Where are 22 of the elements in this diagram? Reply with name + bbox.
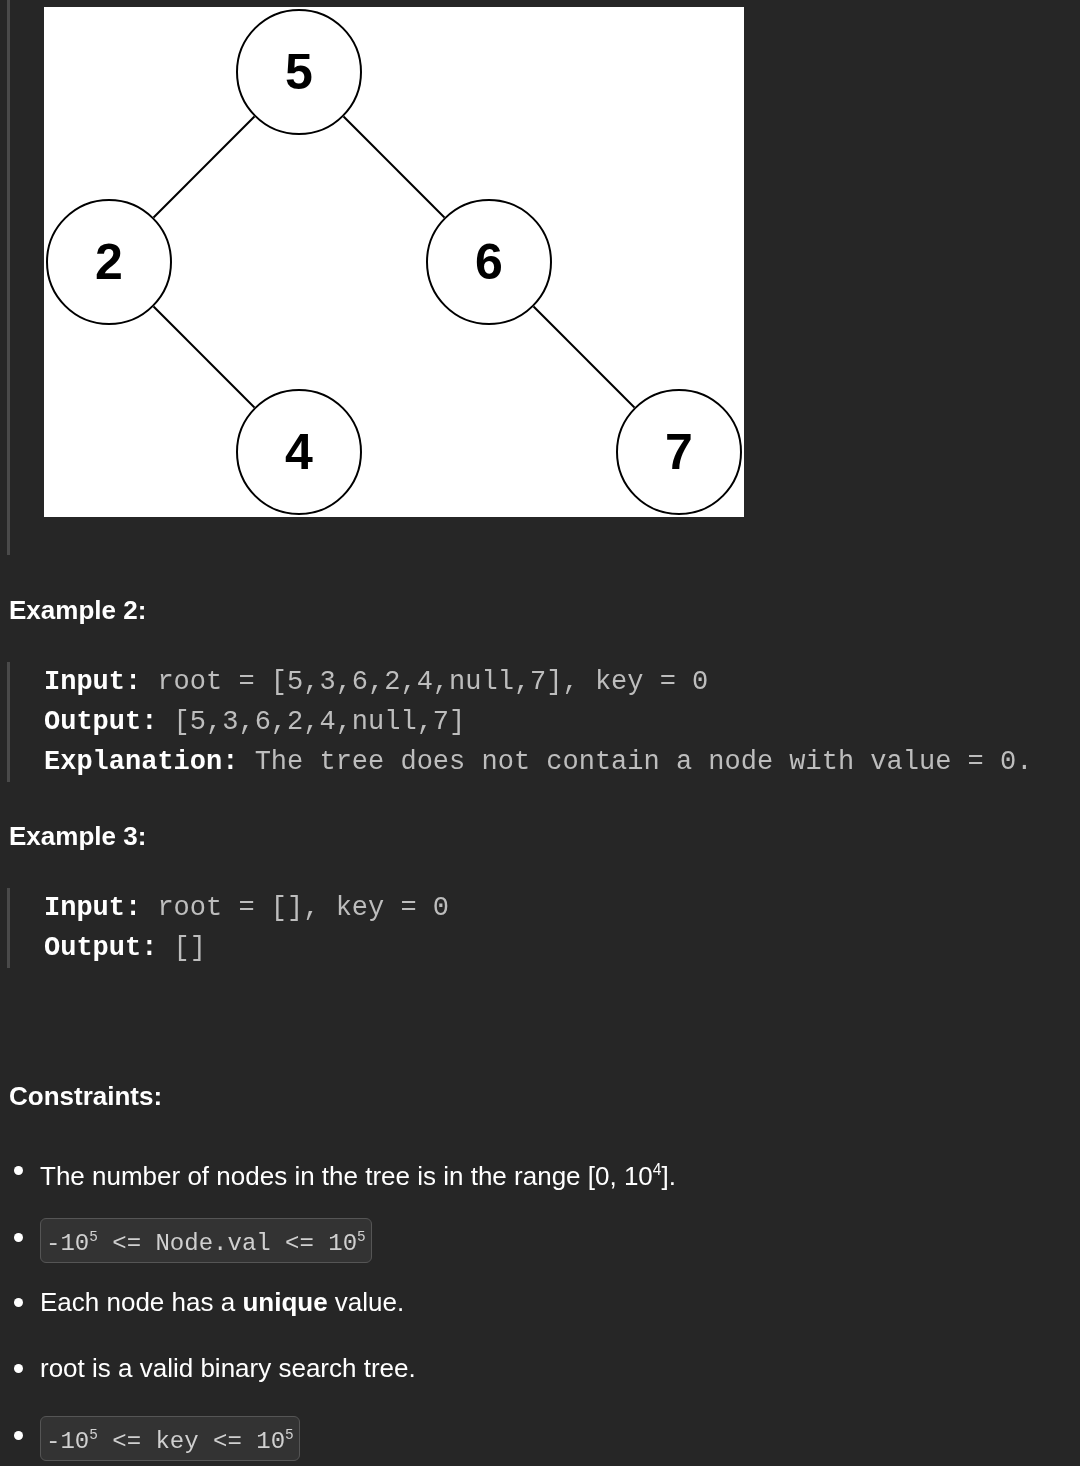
- code-line: Output: [5,3,6,2,4,null,7]: [44, 706, 466, 739]
- bullet-text: root is a valid binary search tree.: [40, 1352, 416, 1385]
- section-heading: Example 3:: [9, 820, 147, 853]
- tree-node: 4: [236, 389, 362, 515]
- code-line: Input: root = [], key = 0: [44, 892, 450, 925]
- tree-node: 7: [616, 389, 742, 515]
- inline-code: -10$^{5}$ <= Node.val <= 10$^{5}$: [40, 1218, 372, 1263]
- code-line: Output: []: [44, 932, 207, 965]
- code-line: Input: root = [5,3,6,2,4,null,7], key = 0: [44, 666, 709, 699]
- bullet-text: The number of nodes in the tree is in the range [0, 10$^{4}$].: [40, 1159, 676, 1193]
- section-heading: Constraints:: [9, 1080, 163, 1113]
- tree-node: 5: [236, 9, 362, 135]
- tree-node: 6: [426, 199, 552, 325]
- connector-line: [532, 305, 636, 409]
- section-heading: Example 2:: [9, 594, 147, 627]
- tree-node: 2: [46, 199, 172, 325]
- code-line: Explanation: The tree does not contain a node with value = 0.: [44, 746, 1033, 779]
- inline-code: -10$^{5}$ <= key <= 10$^{5}$: [40, 1416, 300, 1461]
- connector-line: [342, 115, 446, 219]
- bullet-text: Each node has a unique value.: [40, 1286, 405, 1319]
- connector-line: [152, 305, 256, 409]
- connector-line: [152, 115, 256, 219]
